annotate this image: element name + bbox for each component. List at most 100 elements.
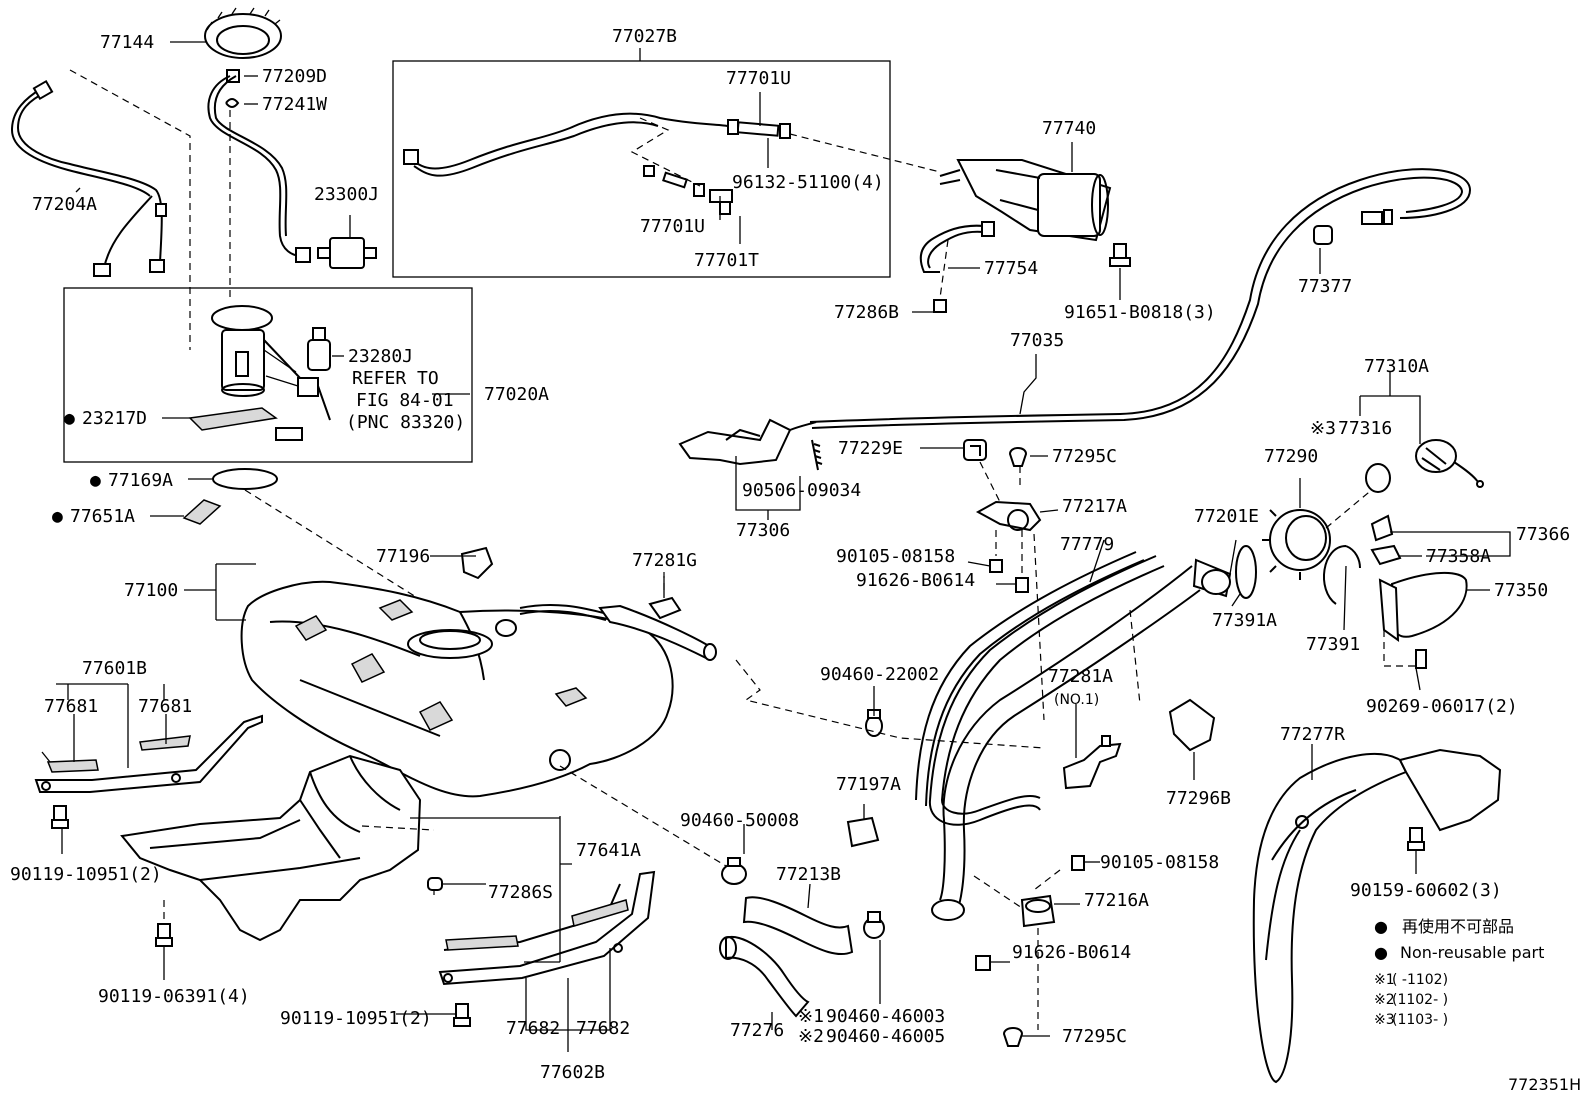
label-90460-22002: 90460-22002 [820,664,939,685]
hinge-77358A [1370,544,1402,566]
nonreusable-mark-23217D: ● [64,408,75,429]
part-labels: 77144 77209D 77241W 77204A 23300J 23280J… [10,26,1570,1083]
bolt-91626-lower [975,955,991,971]
legend-mark-2: ※2 [1374,992,1395,1008]
connector-77377 [1313,209,1393,245]
legend-bullet-jp: ● [1374,917,1388,936]
label-77213B: 77213B [776,864,841,885]
label-77754: 77754 [984,258,1038,279]
label-77169A: 77169A [108,470,173,491]
tube-77754 [919,224,985,273]
legend: ● 再使用不可部品 ● Non-reusable part ※1 ( -1102… [1374,917,1544,1028]
fuel-pump-group-box [63,287,473,463]
tube-77035 [809,168,1472,423]
label-77281A: 77281A [1048,666,1113,687]
label-90506: 90506-09034 [742,480,861,501]
label-90105-lower: 90105-08158 [1100,852,1219,873]
legend-note-3: (1103- ) [1392,1012,1448,1028]
bracket-77306 [678,418,823,471]
figure-code: 772351H [1508,1075,1581,1094]
label-91626-upper: 91626-B0614 [856,570,975,591]
bolt-90119-bottom [455,1003,469,1019]
evap-line-77027B [403,112,791,215]
label-77216A: 77216A [1084,890,1149,911]
hose-77213B [742,896,854,956]
legend-nonreusable-en: Non-reusable part [1400,943,1544,962]
clip-77295C-upper [1008,447,1028,467]
label-90105-upper: 90105-08158 [836,546,955,567]
label-77601B: 77601B [82,658,147,679]
label-77295C-lower: 77295C [1062,1026,1127,1047]
label-77641A: 77641A [576,840,641,861]
label-77681-left: 77681 [44,696,98,717]
label-77681-right: 77681 [138,696,192,717]
pad-77682-right [571,899,629,927]
hinge-77366 [1370,514,1394,542]
lock-ring-77144 [204,7,282,59]
label-77740: 77740 [1042,118,1096,139]
fender-liner-77277R [1252,748,1502,1084]
label-77295C-upper: 77295C [1052,446,1117,467]
bolt-90159 [1409,827,1423,843]
label-77701U-upper: 77701U [726,68,791,89]
legend-nonreusable-jp: 再使用不可部品 [1402,917,1514,936]
label-90119-bottom: 90119-10951(2) [280,1008,432,1029]
label-77779: 77779 [1060,534,1114,555]
label-77701T: 77701T [694,250,759,271]
label-77682-left: 77682 [506,1018,560,1039]
leader-lines [56,41,1511,1052]
label-77277R: 77277R [1280,724,1345,745]
clamp-77196 [460,546,494,580]
refer-note-line1: REFER TO [352,368,439,389]
label-77035: 77035 [1010,330,1064,351]
clip-77295C-lower [1002,1027,1024,1047]
label-77391A: 77391A [1212,610,1277,631]
charcoal-canister-77740 [939,159,1112,242]
label-77358A: 77358A [1426,546,1491,567]
legend-bullet-en: ● [1374,943,1388,962]
label-90119-left: 90119-10951(2) [10,864,162,885]
label-77196: 77196 [376,546,430,567]
seal-77651A [182,499,222,525]
label-77651A: 77651A [70,506,135,527]
label-77209D: 77209D [262,66,327,87]
bolt-90119-left [53,805,67,821]
clamp-90460-46003 [863,911,885,939]
fuel-sender-gauge [275,377,331,441]
clip-77197A [846,816,880,848]
label-90460-46003: 90460-46003 [826,1006,945,1027]
tube-77204A [10,79,167,277]
label-96132: 96132-51100(4) [732,172,884,193]
bolt-90105-upper [989,559,1003,573]
legend-note-2: (1102- ) [1392,992,1448,1008]
nonreusable-mark-77651A: ● [52,506,63,527]
label-77241W: 77241W [262,94,327,115]
label-90460-50008: 90460-50008 [680,810,799,831]
fuel-pressure-regulator-23280J [307,327,331,371]
fuel-cap-77310A [1415,439,1484,488]
label-77276: 77276 [730,1020,784,1041]
fuel-tank-77100 [240,580,717,798]
label-77306: 77306 [736,520,790,541]
bolt-91626-upper [1015,577,1029,593]
label-91626-lower: 91626-B0614 [1012,942,1131,963]
label-77020A: 77020A [484,384,549,405]
label-23217D: 23217D [82,408,147,429]
refer-note-line3: (PNC 83320) [346,412,465,433]
label-77217A: 77217A [1062,496,1127,517]
legend-note-1: ( -1102) [1392,972,1448,988]
footnote-mark-2-hose-clamp: ※2 [798,1026,824,1047]
tube-77779 [915,551,1165,826]
screw-90269 [1415,649,1427,669]
ring-77391A [1235,545,1257,599]
label-90269: 90269-06017(2) [1366,696,1518,717]
label-77229E: 77229E [838,438,903,459]
nonreusable-mark-77169A: ● [90,470,101,491]
evap-line-group-box [392,60,891,278]
clip-77286S [427,877,443,891]
clip-77241W [225,98,240,108]
label-23280J: 23280J [348,346,413,367]
pad-77681-right [139,735,191,751]
ring-77391 [1322,545,1361,605]
